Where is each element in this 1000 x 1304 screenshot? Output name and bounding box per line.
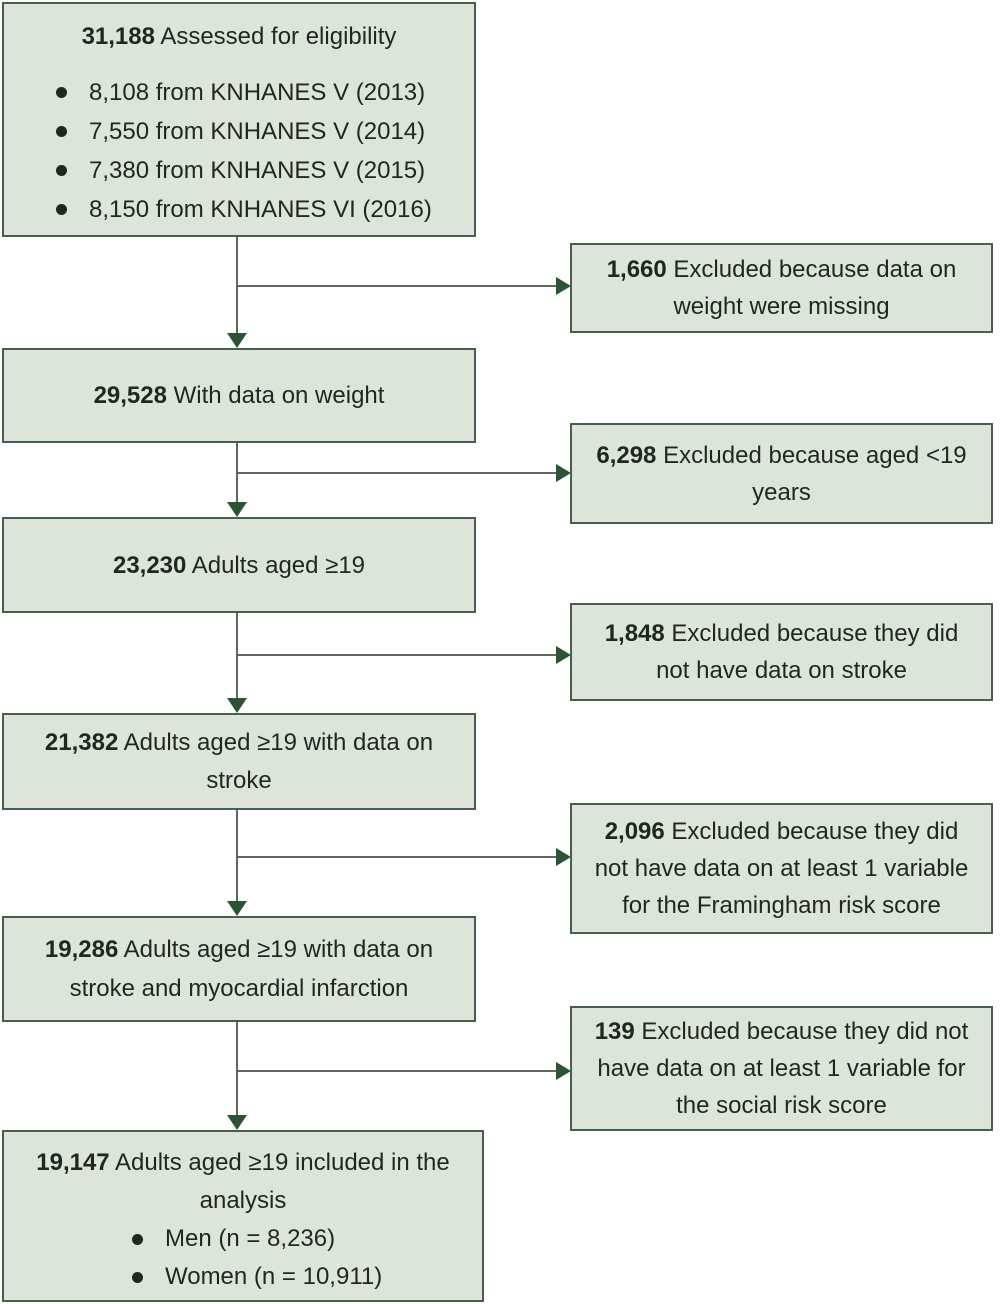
box-label: Adults aged ≥19 included in the analysis (115, 1149, 450, 1214)
list-item-label: 8,108 from KNHANES V (2013) (89, 79, 426, 106)
exclusion-box-age: 6,298 Excluded because aged <19 years (570, 423, 993, 524)
box-number: 1,848 (604, 620, 665, 647)
flow-box-adults-stroke: 21,382 Adults aged ≥19 with data on stro… (2, 713, 476, 810)
box-number: 139 (594, 1018, 635, 1045)
arrow-right-icon (556, 464, 571, 482)
box-label: Assessed for eligibility (160, 23, 397, 50)
box-label: Excluded because they did not have data … (597, 1018, 969, 1119)
box-text: 23,230 Adults aged ≥19 (113, 547, 365, 584)
flow-box-assessed: 31,188 Assessed for eligibility 8,108 fr… (2, 2, 476, 237)
arrow-right-icon (556, 848, 571, 866)
list-item: Men (n = 8,236) (14, 1220, 472, 1258)
box-title: 19,147 Adults aged ≥19 included in the a… (14, 1144, 472, 1220)
arrow-right-icon (556, 1062, 571, 1080)
box-text: 2,096 Excluded because they did not have… (586, 813, 977, 924)
exclusion-box-stroke: 1,848 Excluded because they did not have… (570, 603, 993, 701)
box-number: 23,230 (112, 551, 187, 579)
box-label: Excluded because aged <19 years (663, 441, 967, 506)
list-item-label: 7,380 from KNHANES V (2015) (89, 157, 426, 184)
connector-horizontal-line (237, 285, 556, 287)
box-label: Excluded because data on weight were mis… (673, 256, 957, 320)
box-label: Excluded because they did not have data … (656, 620, 959, 684)
box-text: 1,848 Excluded because they did not have… (586, 615, 977, 689)
box-number: 2,096 (604, 818, 665, 845)
exclusion-box-weight-missing: 1,660 Excluded because data on weight we… (570, 243, 993, 333)
box-number: 6,298 (596, 441, 657, 469)
bullet-icon (56, 87, 67, 98)
flow-box-adults-stroke-mi: 19,286 Adults aged ≥19 with data on stro… (2, 916, 476, 1022)
flow-box-weight-data: 29,528 With data on weight (2, 348, 476, 443)
connector-horizontal-line (237, 856, 556, 858)
arrow-down-icon (227, 698, 247, 713)
connector-vertical-line (236, 1022, 238, 1116)
list-item-label: 7,550 from KNHANES V (2014) (89, 118, 426, 145)
box-label: Adults aged ≥19 with data on stroke (123, 728, 434, 794)
sex-breakdown-list: Men (n = 8,236) Women (n = 10,911) (14, 1220, 472, 1296)
arrow-down-icon (227, 1115, 247, 1130)
box-number: 19,147 (36, 1149, 110, 1176)
connector-horizontal-line (237, 472, 556, 474)
exclusion-box-social: 139 Excluded because they did not have d… (570, 1006, 993, 1131)
list-item: Women (n = 10,911) (14, 1258, 472, 1296)
box-text: 6,298 Excluded because aged <19 years (586, 437, 977, 511)
bullet-icon (56, 165, 67, 176)
arrow-right-icon (556, 646, 571, 664)
connector-horizontal-line (237, 654, 556, 656)
list-item-label: Women (n = 10,911) (165, 1263, 383, 1290)
list-item-label: Men (n = 8,236) (165, 1225, 336, 1252)
box-text: 19,286 Adults aged ≥19 with data on stro… (18, 930, 460, 1008)
box-label: With data on weight (173, 382, 385, 409)
box-text: 139 Excluded because they did not have d… (586, 1013, 977, 1124)
box-text: 29,528 With data on weight (94, 377, 385, 414)
exclusion-box-framingham: 2,096 Excluded because they did not have… (570, 803, 993, 934)
box-text: 21,382 Adults aged ≥19 with data on stro… (18, 724, 460, 800)
source-list: 8,108 from KNHANES V (2013) 7,550 from K… (14, 73, 464, 229)
list-item: 7,550 from KNHANES V (2014) (14, 112, 464, 151)
list-item-label: 8,150 from KNHANES VI (2016) (89, 196, 432, 223)
connector-vertical-line (236, 613, 238, 699)
bullet-icon (56, 204, 67, 215)
box-number: 21,382 (44, 728, 119, 756)
box-number: 1,660 (606, 256, 667, 283)
bullet-icon (56, 126, 67, 137)
list-item: 7,380 from KNHANES V (2015) (14, 151, 464, 190)
connector-horizontal-line (237, 1070, 556, 1072)
box-number: 31,188 (81, 23, 155, 50)
flow-box-adults: 23,230 Adults aged ≥19 (2, 517, 476, 613)
box-text: 1,660 Excluded because data on weight we… (586, 251, 977, 325)
box-title: 31,188 Assessed for eligibility (14, 18, 464, 55)
flow-box-included: 19,147 Adults aged ≥19 included in the a… (2, 1130, 484, 1302)
box-number: 19,286 (44, 936, 119, 963)
box-label: Excluded because they did not have data … (594, 818, 969, 919)
list-item: 8,150 from KNHANES VI (2016) (14, 190, 464, 229)
arrow-right-icon (556, 277, 571, 295)
arrow-down-icon (227, 502, 247, 517)
arrow-down-icon (227, 901, 247, 916)
box-label: Adults aged ≥19 (191, 551, 366, 579)
bullet-icon (132, 1271, 143, 1283)
box-number: 29,528 (93, 382, 167, 409)
arrow-down-icon (227, 333, 247, 348)
list-item: 8,108 from KNHANES V (2013) (14, 73, 464, 112)
box-label: Adults aged ≥19 with data on stroke and … (69, 936, 434, 1002)
bullet-icon (132, 1233, 143, 1245)
